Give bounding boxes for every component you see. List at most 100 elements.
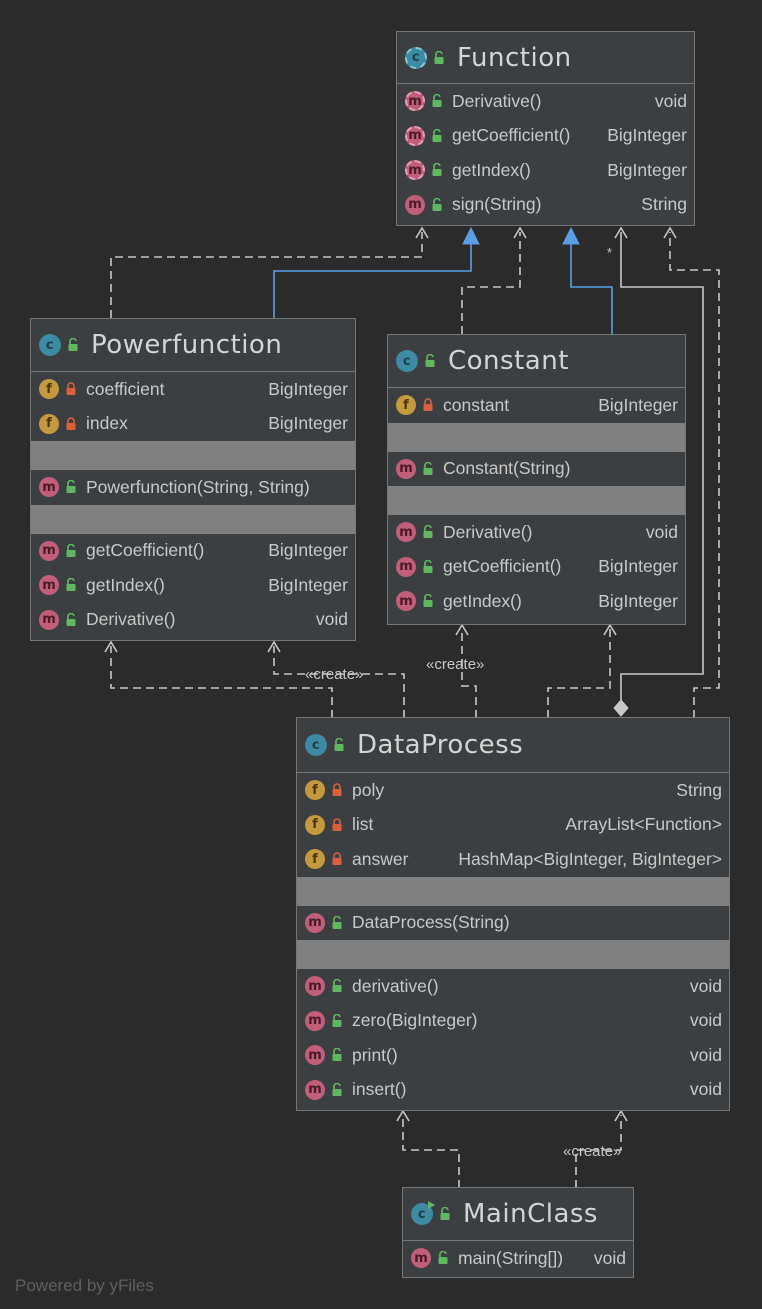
method-icon: m: [39, 575, 59, 596]
public-lock-icon: [331, 1048, 343, 1062]
member-name: Derivative(): [452, 90, 542, 111]
member-type: BigInteger: [268, 574, 348, 595]
method-icon: m: [411, 1248, 431, 1269]
public-lock-icon: [431, 128, 443, 143]
class-header[interactable]: c MainClass: [403, 1188, 633, 1241]
method-icon: m: [305, 1010, 325, 1031]
member-type: void: [689, 975, 722, 996]
member-type: BigInteger: [598, 556, 678, 577]
method-row[interactable]: m getIndex() BigInteger: [31, 568, 355, 603]
create-label: «create»: [305, 666, 364, 683]
arrowhead: [663, 226, 677, 239]
public-lock-icon: [331, 1013, 343, 1028]
member-type: BigInteger: [607, 125, 687, 146]
member-type: void: [689, 1010, 722, 1031]
inheritance-arrowhead: [462, 226, 480, 245]
member-name: constant: [443, 394, 510, 415]
public-lock-icon: [424, 354, 436, 368]
class-box-mainclass[interactable]: c MainClass m main(String[]) void: [402, 1187, 634, 1278]
method-row[interactable]: m Powerfunction(String, String): [31, 470, 355, 505]
method-row[interactable]: m main(String[]) void: [403, 1241, 633, 1276]
class-header[interactable]: c DataProcess: [297, 718, 729, 773]
public-lock-icon: [331, 915, 343, 930]
class-header[interactable]: c Constant: [388, 335, 685, 388]
member-name: getCoefficient(): [443, 556, 562, 577]
class-header[interactable]: c Powerfunction: [31, 319, 355, 372]
edge-constant-uses-function: [461, 232, 521, 334]
member-name: getCoefficient(): [86, 540, 205, 561]
powered-by-footer: Powered by yFiles: [15, 1276, 154, 1295]
private-lock-icon: [331, 852, 343, 866]
edge-dataprocess-uses-powerfunction: [110, 646, 333, 718]
member-name: getIndex(): [86, 574, 165, 595]
field-icon: f: [305, 814, 325, 835]
method-icon: m: [405, 160, 425, 181]
section-separator: [388, 422, 685, 452]
member-name: main(String[]): [458, 1247, 564, 1268]
method-icon: m: [39, 609, 59, 630]
class-icon: c: [396, 350, 418, 372]
member-name: index: [86, 413, 128, 434]
member-name: derivative(): [352, 975, 439, 996]
member-type: BigInteger: [268, 378, 348, 399]
class-header[interactable]: c Function: [397, 32, 694, 84]
method-icon: m: [396, 522, 416, 543]
arrowhead: [267, 640, 281, 653]
section-separator: [31, 441, 355, 470]
field-icon: f: [305, 849, 325, 870]
edge-dataprocess-uses-constant: [547, 629, 611, 718]
member-name: print(): [352, 1044, 398, 1065]
member-type: void: [645, 521, 678, 542]
create-label: «create»: [426, 656, 485, 673]
edge-dataprocess-uses-function: [669, 232, 720, 718]
class-name: Constant: [448, 346, 569, 376]
member-name: Powerfunction(String, String): [86, 476, 310, 497]
arrowhead: [455, 623, 469, 636]
member-type: void: [593, 1247, 626, 1268]
member-type: BigInteger: [607, 159, 687, 180]
member-type: BigInteger: [598, 394, 678, 415]
class-icon: c: [39, 334, 61, 356]
member-type: void: [654, 90, 687, 111]
interface-class-icon: c: [405, 46, 427, 69]
method-icon: m: [396, 458, 416, 479]
member-type: void: [315, 609, 348, 630]
create-label: «create»: [563, 1143, 622, 1160]
edge-dataprocess-creates-powerfunction: [273, 646, 405, 718]
class-name: DataProcess: [357, 730, 524, 760]
public-lock-icon: [431, 163, 443, 177]
multiplicity-label: *: [607, 245, 613, 260]
member-type: BigInteger: [268, 540, 348, 561]
member-type: void: [689, 1044, 722, 1065]
edge-mainclass-uses-dataprocess: [402, 1115, 460, 1188]
member-type: ArrayList<Function>: [565, 814, 722, 835]
member-type: BigInteger: [268, 413, 348, 434]
method-icon: m: [39, 477, 59, 498]
